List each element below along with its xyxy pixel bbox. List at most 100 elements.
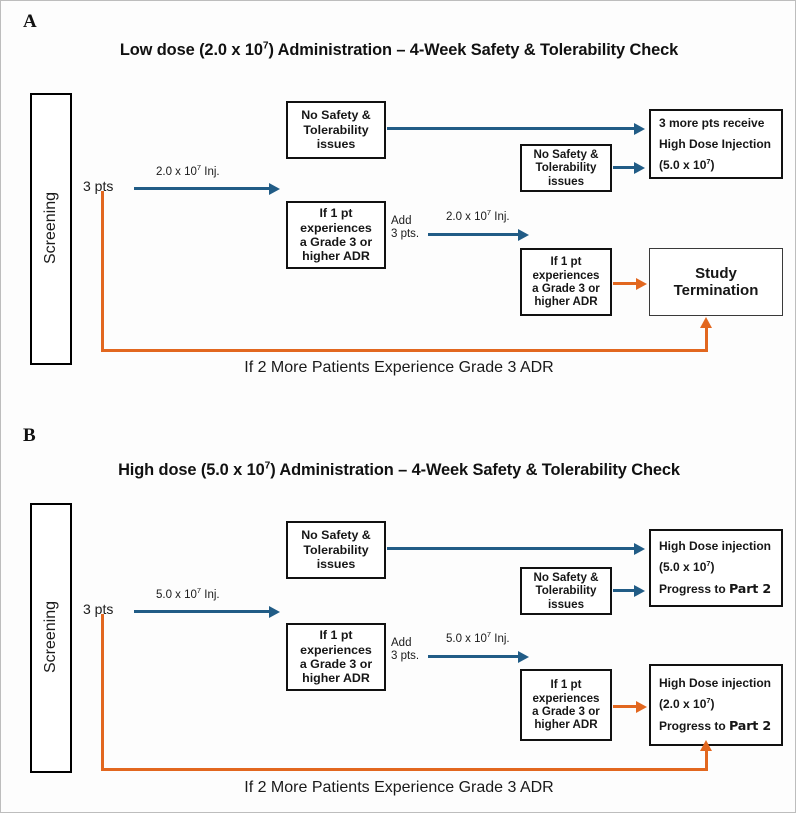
box-outcome-top-b-line2: (5.0 x 107): [659, 557, 715, 578]
arrow-head-adr-low-b: [636, 701, 647, 713]
feedback-line-riser-b: [705, 749, 708, 770]
arrow-head-adr-low-a: [636, 278, 647, 290]
box-outcome-bottom-b-line2: (2.0 x 107): [659, 694, 715, 715]
add-line2-a: 3 pts.: [391, 228, 420, 241]
arrow-head-no-safety-top-a: [634, 123, 645, 135]
box-adr-low-a-line3: a Grade 3 or: [532, 282, 600, 295]
box-outcome-top-b-line1: High Dose injection: [659, 538, 772, 553]
panel-a-title-post: ) Administration – 4-Week Safety & Toler…: [268, 41, 679, 59]
feedback-line-vertical-b: [101, 614, 104, 770]
box-no-safety-mid-b: No Safety & Tolerability issues: [520, 567, 612, 615]
arrow-line-no-safety-mid-b: [613, 589, 635, 592]
box-adr-mid-a: If 1 pt experiences a Grade 3 or higher …: [286, 201, 386, 269]
arrow-head-no-safety-top-b: [634, 543, 645, 555]
feedback-line-vertical-a: [101, 191, 104, 351]
box-outcome-top-a-line1: 3 more pts receive: [659, 115, 765, 130]
arrow-line-second-injection-a: [428, 233, 520, 236]
edge-label-second-injection-b: 5.0 x 107 Inj.: [446, 630, 510, 646]
box-adr-mid-b-line1: If 1 pt: [319, 628, 353, 643]
arrow-head-no-safety-mid-b: [634, 585, 645, 597]
box-adr-low-b-line4: higher ADR: [534, 718, 598, 732]
panel-b-letter: B: [23, 425, 36, 446]
second-inj-sup-a: 7: [486, 208, 492, 218]
box-no-safety-top-a-line2: Tolerability: [303, 122, 369, 137]
box-no-safety-top-b-line2: Tolerability: [303, 542, 369, 557]
feedback-line-horizontal-a: [101, 349, 708, 352]
box-study-termination-a: Study Termination: [649, 248, 783, 316]
box-adr-low-a-line2: experiences: [532, 268, 600, 282]
arrow-head-no-safety-mid-a: [634, 162, 645, 174]
first-inj-post-a: Inj.: [201, 166, 220, 178]
second-inj-pre-a: 2.0 x 10: [446, 211, 487, 223]
box-no-safety-mid-a-line2: Tolerability: [535, 161, 597, 175]
panel-a-title-pre: Low dose (2.0 x 10: [119, 41, 263, 59]
panel-b-title: High dose (5.0 x 107) Administration – 4…: [1, 460, 795, 480]
box-adr-low-b-line1: If 1 pt: [550, 678, 582, 692]
arrow-line-no-safety-top-b: [387, 547, 635, 550]
box-outcome-top-a-line2: High Dose Injection: [659, 136, 772, 151]
box-outcome-top-b-part2: Part 2: [729, 580, 772, 596]
box-no-safety-top-a-line1: No Safety &: [301, 108, 371, 123]
feedback-arrow-head-a: [700, 317, 712, 328]
box-adr-mid-b-line3: a Grade 3 or: [299, 657, 373, 671]
arrow-line-first-injection-a: [134, 187, 271, 190]
panel-b-title-pre: High dose (5.0 x 10: [118, 461, 265, 479]
box-outcome-top-b-line2-sup: 7: [706, 558, 711, 568]
panel-b-title-post: ) Administration – 4-Week Safety & Toler…: [270, 461, 680, 479]
box-outcome-bottom-b-line3-pre: Progress to: [659, 718, 730, 733]
add-line1-a: Add: [391, 215, 412, 227]
feedback-arrow-head-b: [700, 740, 712, 751]
panel-b-title-sup: 7: [264, 460, 271, 472]
box-no-safety-mid-b-line3: issues: [547, 597, 585, 611]
box-outcome-top-a-line3: (5.0 x 107): [659, 155, 715, 176]
box-outcome-bottom-b-line2-post: ): [710, 696, 715, 711]
second-inj-pre-b: 5.0 x 10: [446, 633, 487, 645]
screening-box-a: Screening: [30, 93, 72, 365]
arrow-head-second-injection-a: [518, 229, 529, 241]
box-no-safety-top-a: No Safety & Tolerability issues: [286, 101, 386, 159]
arrow-line-adr-low-a: [613, 282, 637, 285]
box-outcome-top-a: 3 more pts receive High Dose Injection (…: [649, 109, 783, 179]
box-no-safety-top-b-line1: No Safety &: [301, 528, 371, 543]
box-outcome-top-b: High Dose injection (5.0 x 107) Progress…: [649, 529, 783, 607]
first-inj-post-b: Inj.: [201, 589, 220, 601]
box-adr-low-a-line1: If 1 pt: [550, 255, 582, 269]
box-adr-mid-a-line3: a Grade 3 or: [299, 235, 373, 249]
arrow-line-adr-low-b: [613, 705, 637, 708]
feedback-line-horizontal-b: [101, 768, 708, 771]
arrow-head-first-injection-b: [269, 606, 280, 618]
start-label-a: 3 pts: [83, 178, 114, 194]
box-study-termination-a-line1: Study: [695, 264, 737, 282]
box-no-safety-mid-a: No Safety & Tolerability issues: [520, 144, 612, 192]
box-outcome-top-b-line2-pre: (5.0 x 10: [659, 559, 707, 574]
screening-label-a: Screening: [42, 191, 59, 265]
box-adr-low-a: If 1 pt experiences a Grade 3 or higher …: [520, 248, 612, 316]
box-outcome-bottom-b-line3: Progress to Part 2: [659, 715, 771, 737]
add-line1-b: Add: [391, 637, 412, 649]
box-outcome-top-b-line3-pre: Progress to: [659, 581, 730, 596]
panel-b: B High dose (5.0 x 107) Administration –…: [1, 411, 795, 812]
second-inj-sup-b: 7: [486, 630, 492, 640]
box-adr-low-b-line3: a Grade 3 or: [532, 705, 600, 718]
arrow-line-no-safety-top-a: [387, 127, 635, 130]
feedback-line-riser-a: [705, 326, 708, 351]
box-adr-mid-b: If 1 pt experiences a Grade 3 or higher …: [286, 623, 386, 691]
arrow-head-first-injection-a: [269, 183, 280, 195]
box-adr-mid-a-line2: experiences: [300, 220, 372, 235]
box-adr-mid-a-line4: higher ADR: [302, 249, 370, 264]
box-outcome-bottom-b-line2-sup: 7: [706, 695, 711, 705]
box-adr-low-a-line4: higher ADR: [534, 295, 598, 309]
box-outcome-bottom-b-line2-pre: (2.0 x 10: [659, 696, 707, 711]
panel-a-letter: A: [23, 11, 37, 32]
box-outcome-top-a-line3-post: ): [710, 157, 715, 172]
add-line2-b: 3 pts.: [391, 650, 420, 663]
edge-label-add-pts-b: Add 3 pts.: [391, 637, 419, 663]
bottom-caption-a: If 2 More Patients Experience Grade 3 AD…: [244, 359, 554, 376]
box-outcome-top-b-line3: Progress to Part 2: [659, 578, 771, 600]
edge-label-first-injection-a: 2.0 x 107 Inj.: [156, 164, 220, 179]
edge-label-first-injection-b: 5.0 x 107 Inj.: [156, 586, 220, 602]
arrow-head-second-injection-b: [518, 651, 529, 663]
screening-box-b: Screening: [30, 503, 72, 773]
first-inj-sup-b: 7: [196, 586, 202, 596]
